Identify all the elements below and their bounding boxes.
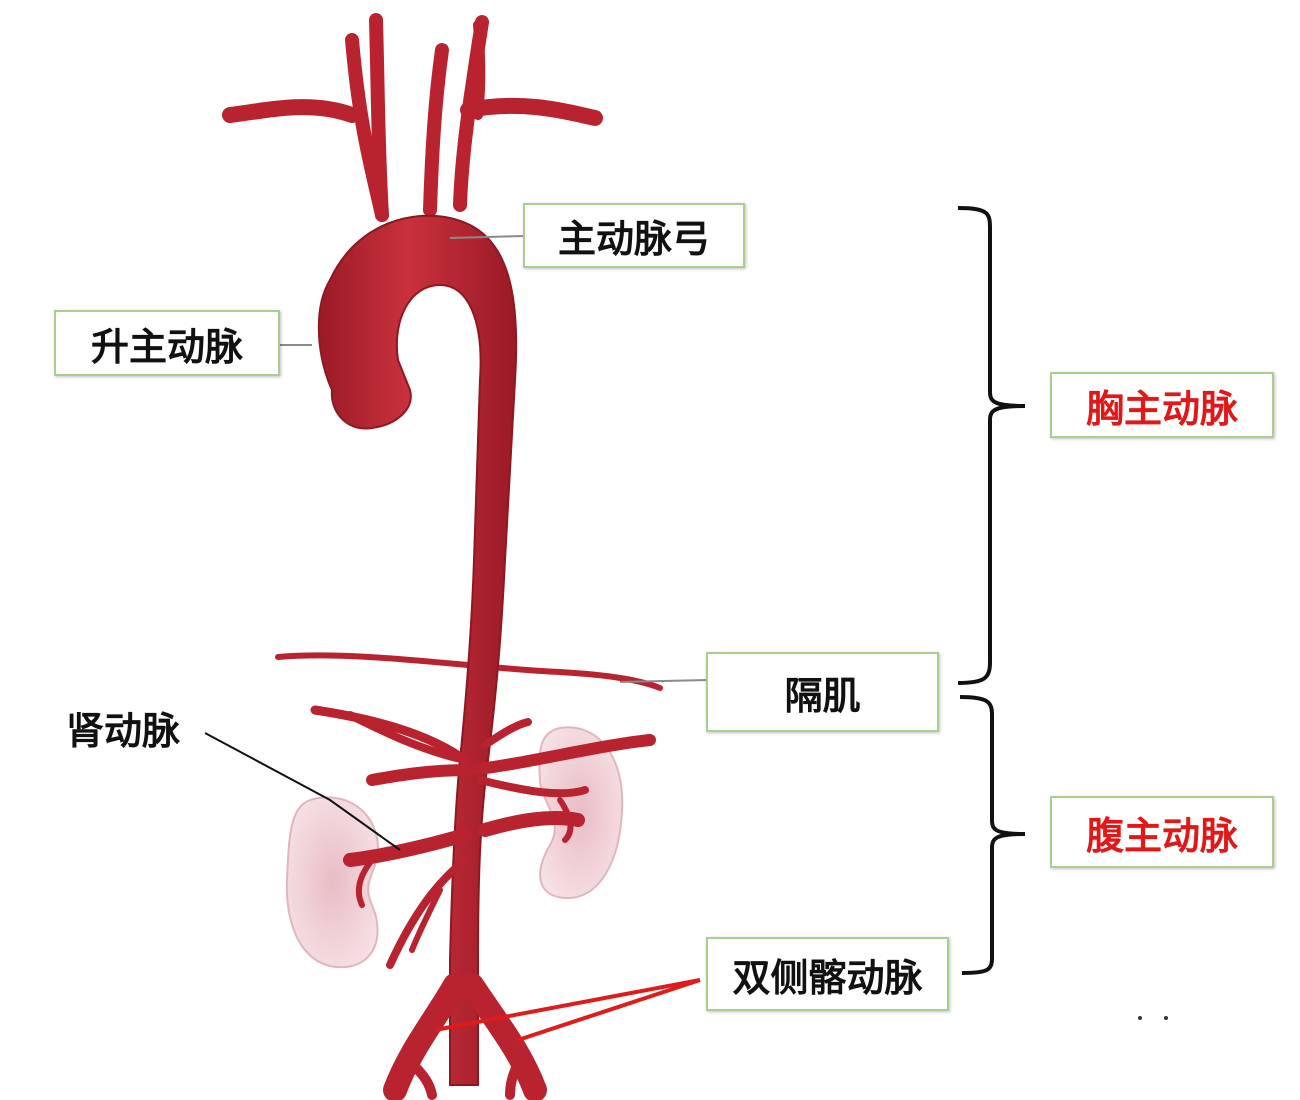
left-kidney [285,796,380,969]
stray-dot [1164,1016,1168,1020]
thoracic-brace [957,206,1026,685]
stray-dot [1138,1016,1142,1020]
right-kidney [538,726,624,900]
renal-artery-label: 肾动脉 [66,709,181,753]
abdominal-branches [310,705,656,969]
abdominal-brace [959,695,1026,975]
ascending-aorta-label: 升主动脉 [54,310,280,376]
connector-lines [280,235,709,683]
iliac-pointer-lines [434,978,701,1042]
renal-pointer-line [204,732,401,851]
diaphragm-line [275,652,663,691]
abdominal-aorta-label: 腹主动脉 [1050,796,1274,868]
iliac-bifurcation [383,973,547,1100]
aorta-body [317,214,518,1086]
arch-branches [222,13,603,222]
iliac-arteries-label: 双侧髂动脉 [706,937,949,1011]
thoracic-aorta-label: 胸主动脉 [1050,372,1274,438]
aortic-arch-label: 主动脉弓 [523,203,745,268]
diaphragm-label: 隔肌 [706,652,939,732]
